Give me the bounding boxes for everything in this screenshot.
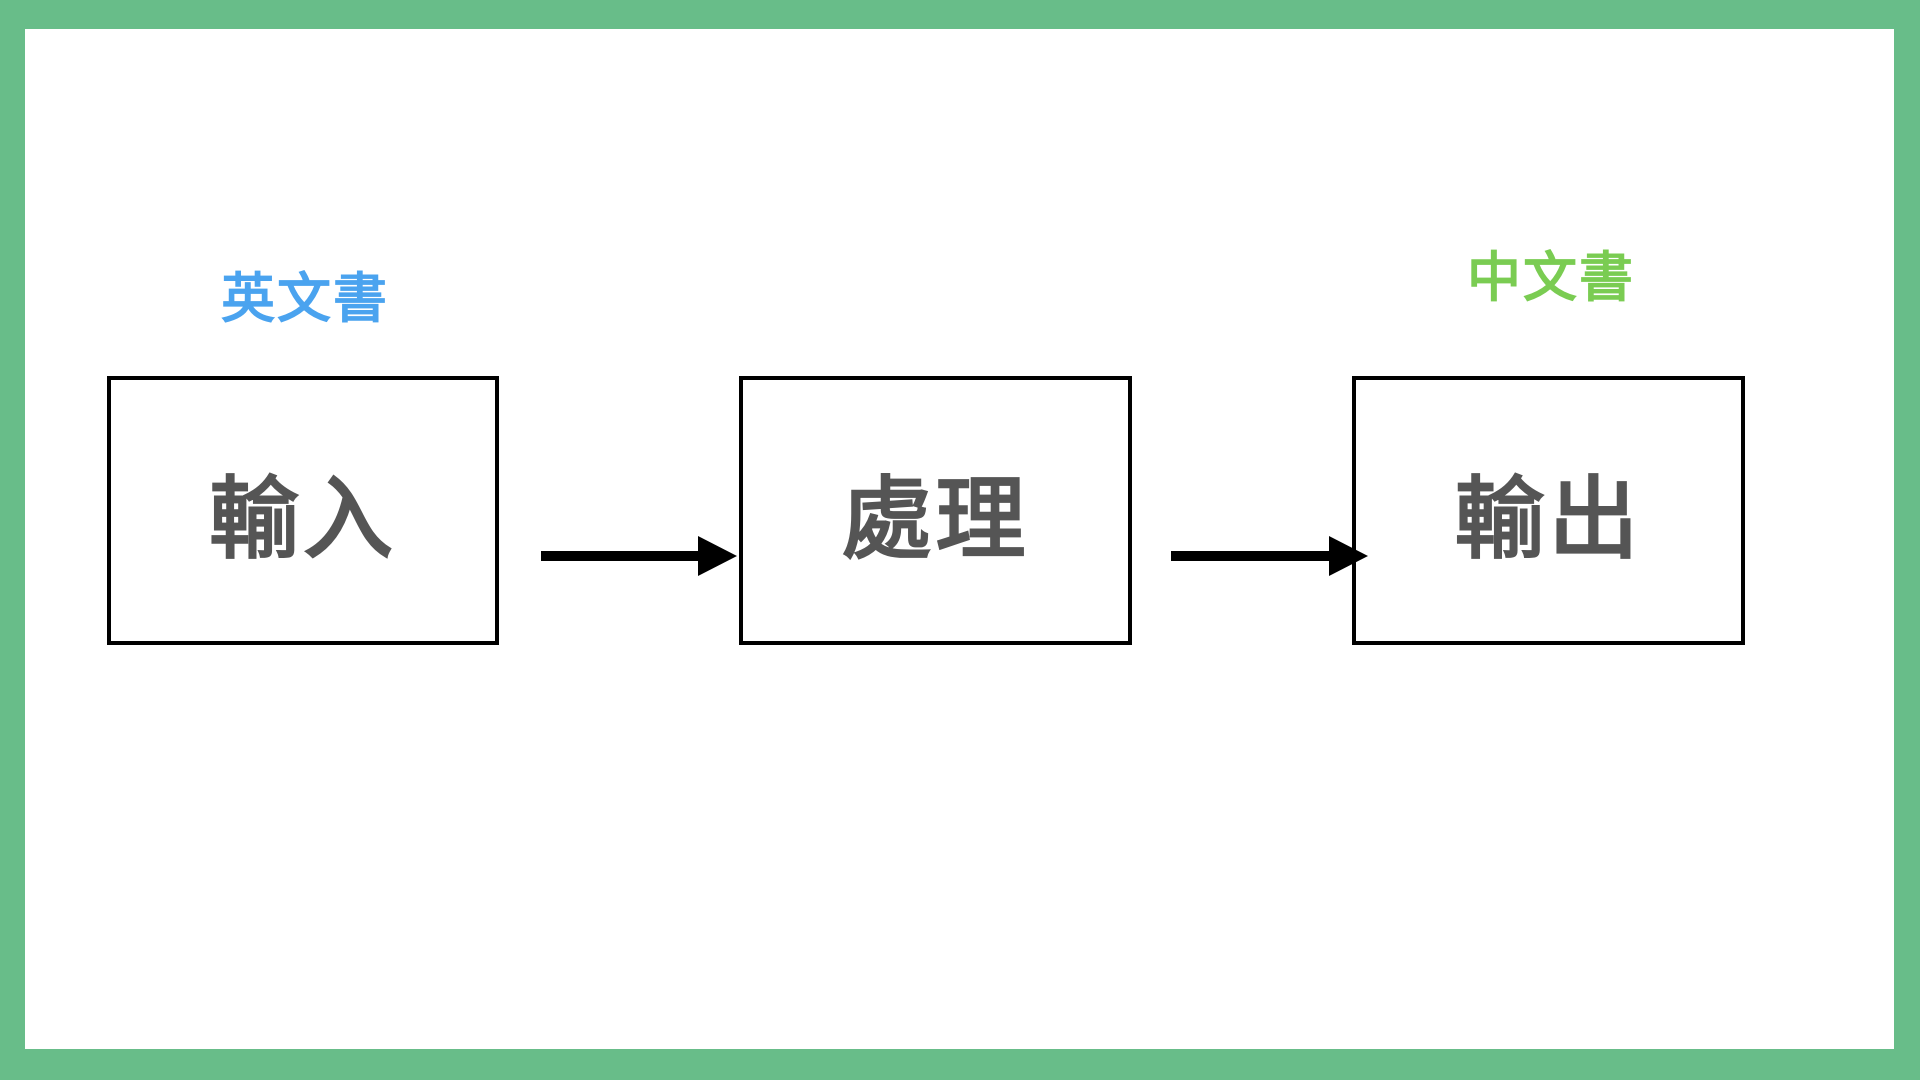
input-label: 輸入 (209, 466, 397, 572)
english-book-label: 英文書 (221, 267, 389, 330)
process-box: 處理 (739, 376, 1132, 645)
input-box: 輸入 (107, 376, 499, 645)
process-label: 處理 (841, 466, 1030, 572)
arrow-process-to-output (1171, 536, 1368, 576)
chinese-book-label: 中文書 (1467, 246, 1635, 309)
arrow-process-to-output-head (1329, 536, 1368, 576)
output-label: 輸出 (1454, 466, 1643, 572)
arrow-input-to-process (541, 536, 737, 576)
arrow-input-to-process-head (698, 536, 737, 576)
output-box: 輸出 (1352, 376, 1745, 645)
